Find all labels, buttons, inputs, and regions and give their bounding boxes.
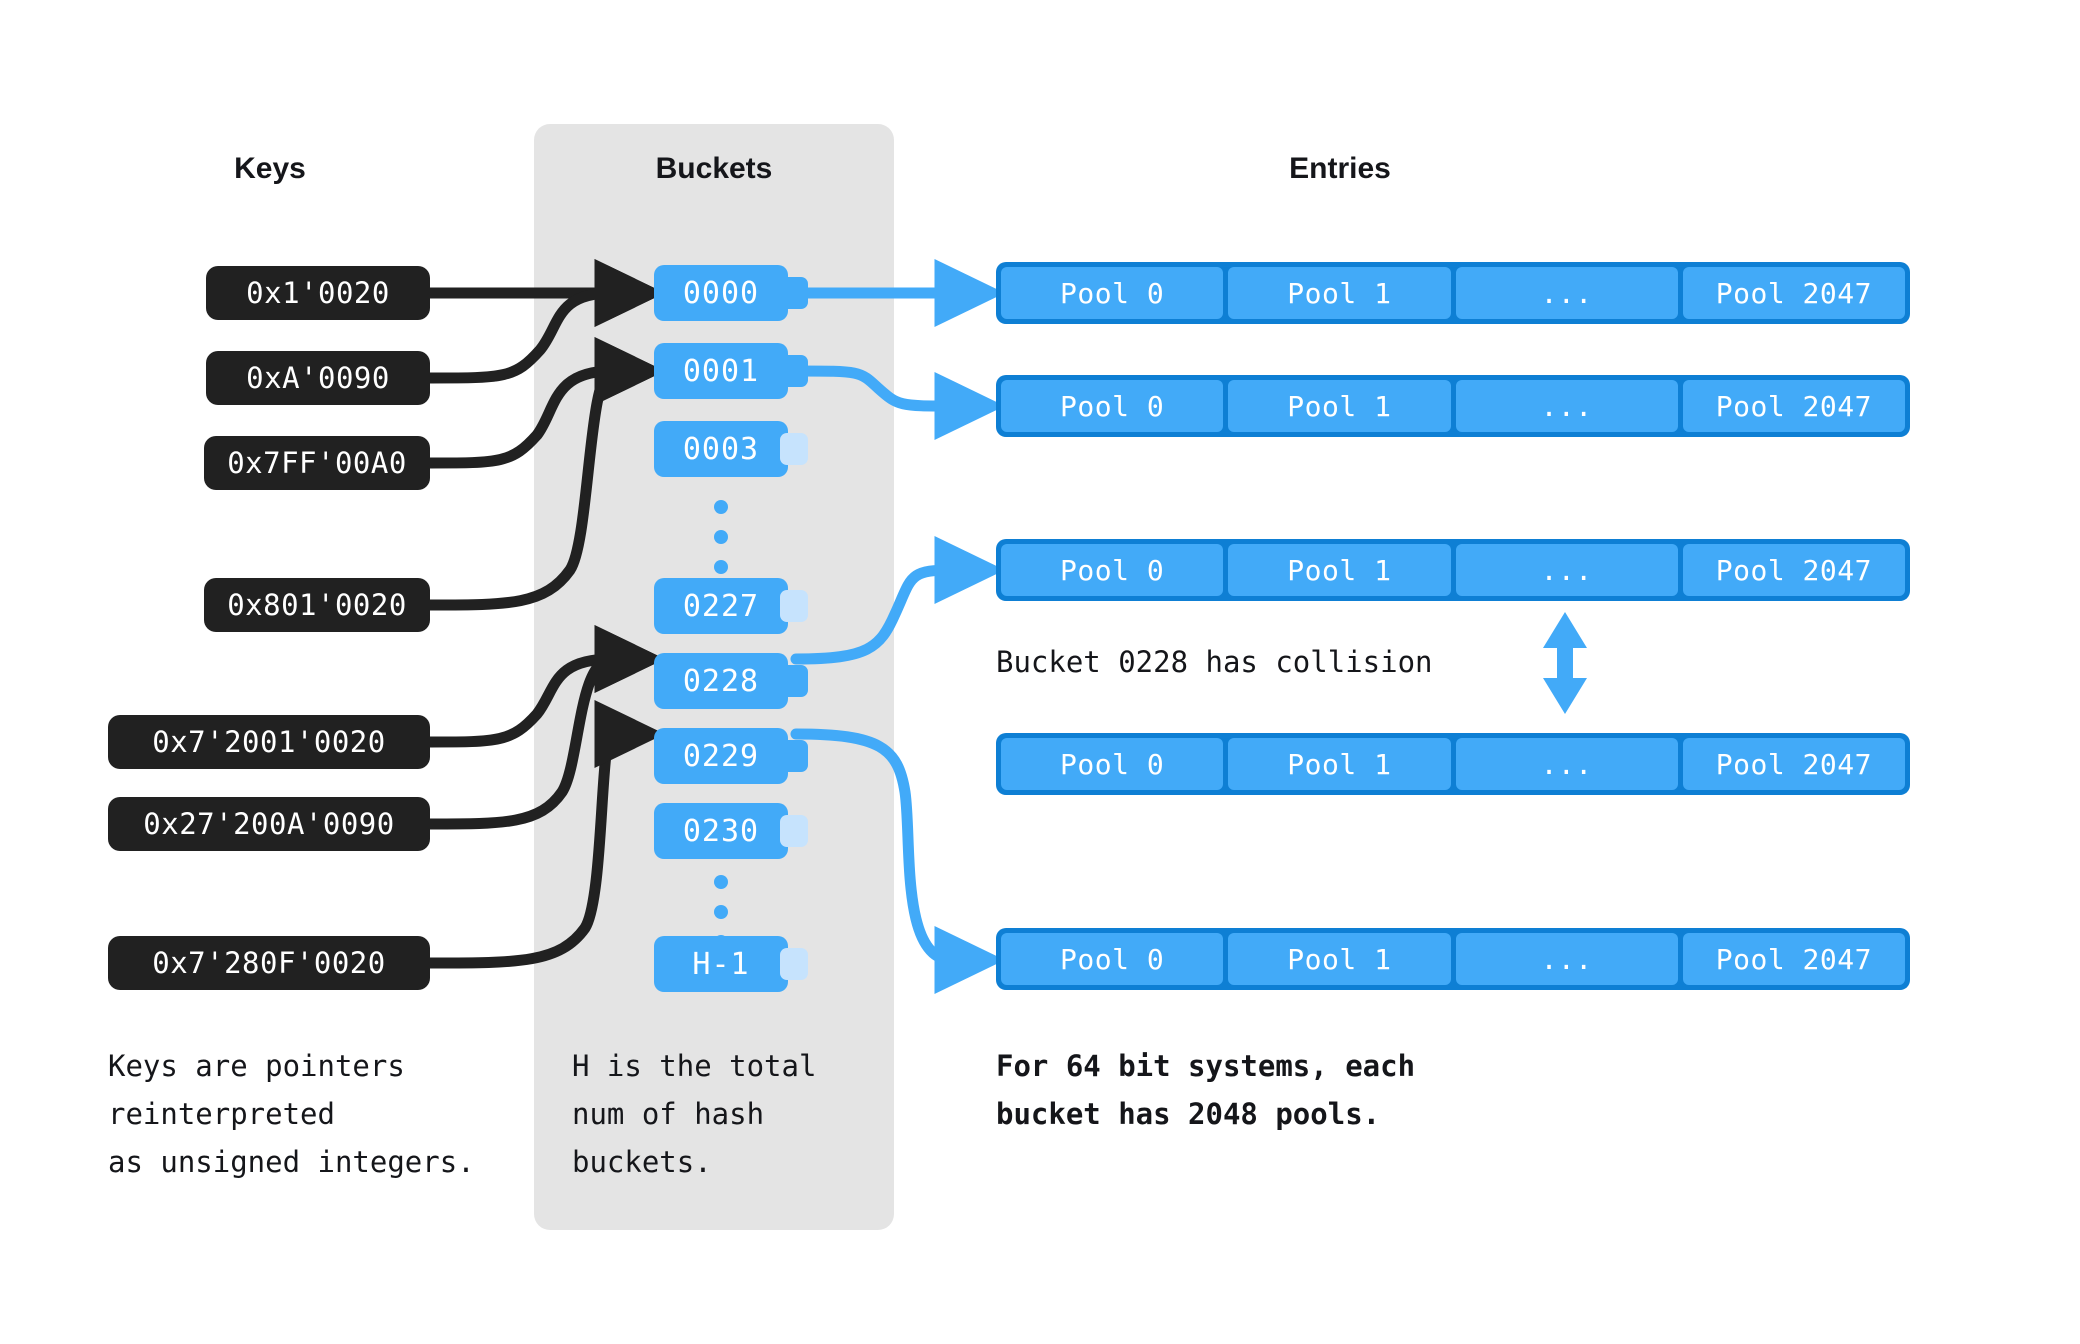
dot <box>714 530 728 544</box>
bucket-connector-tab <box>780 740 808 772</box>
bucket-connector-tab <box>780 948 808 980</box>
key-chip[interactable]: 0x7'2001'0020 <box>108 715 430 769</box>
key-chip[interactable]: 0x801'0020 <box>204 578 430 632</box>
entry-cell-ellipsis[interactable]: ... <box>1455 738 1678 790</box>
entry-cell-pool-2047[interactable]: Pool 2047 <box>1682 738 1905 790</box>
entry-row[interactable]: Pool 0 Pool 1 ... Pool 2047 <box>996 539 1910 601</box>
bucket-connector-tab <box>780 590 808 622</box>
entry-cell-pool-0[interactable]: Pool 0 <box>1001 933 1224 985</box>
entry-cell-pool-1[interactable]: Pool 1 <box>1228 738 1451 790</box>
bucket-0001[interactable]: 0001 <box>654 343 808 399</box>
entry-cell-ellipsis[interactable]: ... <box>1455 380 1678 432</box>
bucket-label: 0229 <box>654 728 788 784</box>
bucket-0000[interactable]: 0000 <box>654 265 808 321</box>
column-header-keys: Keys <box>234 152 306 185</box>
bucket-label: 0003 <box>654 421 788 477</box>
entry-row[interactable]: Pool 0 Pool 1 ... Pool 2047 <box>996 375 1910 437</box>
entry-row[interactable]: Pool 0 Pool 1 ... Pool 2047 <box>996 262 1910 324</box>
entry-cell-pool-1[interactable]: Pool 1 <box>1228 933 1451 985</box>
entry-cell-pool-0[interactable]: Pool 0 <box>1001 380 1224 432</box>
bucket-label: 0228 <box>654 653 788 709</box>
key-chip[interactable]: 0x7'280F'0020 <box>108 936 430 990</box>
bucket-0230[interactable]: 0230 <box>654 803 808 859</box>
collision-double-arrow-icon <box>1543 612 1587 714</box>
buckets-note: H is the total num of hash buckets. <box>572 1049 817 1179</box>
entry-cell-pool-0[interactable]: Pool 0 <box>1001 267 1224 319</box>
bucket-connector-tab <box>780 433 808 465</box>
entry-cell-pool-1[interactable]: Pool 1 <box>1228 544 1451 596</box>
dot <box>714 875 728 889</box>
bucket-label: 0001 <box>654 343 788 399</box>
bucket-0228[interactable]: 0228 <box>654 653 808 709</box>
entry-row[interactable]: Pool 0 Pool 1 ... Pool 2047 <box>996 928 1910 990</box>
dot <box>714 500 728 514</box>
bucket-0003[interactable]: 0003 <box>654 421 808 477</box>
entry-cell-pool-0[interactable]: Pool 0 <box>1001 544 1224 596</box>
dot <box>714 560 728 574</box>
entry-cell-pool-0[interactable]: Pool 0 <box>1001 738 1224 790</box>
column-header-buckets: Buckets <box>655 152 773 185</box>
entry-cell-ellipsis[interactable]: ... <box>1455 544 1678 596</box>
dot <box>714 905 728 919</box>
entries-note: For 64 bit systems, each bucket has 2048… <box>996 1049 1416 1131</box>
bucket-label: 0000 <box>654 265 788 321</box>
key-chip[interactable]: 0x7FF'00A0 <box>204 436 430 490</box>
bucket-label: H-1 <box>654 936 788 992</box>
bucket-connector-tab <box>780 355 808 387</box>
entry-cell-pool-2047[interactable]: Pool 2047 <box>1682 933 1905 985</box>
entry-cell-pool-2047[interactable]: Pool 2047 <box>1682 380 1905 432</box>
keys-note: Keys are pointers reinterpreted as unsig… <box>108 1049 475 1179</box>
entry-cell-ellipsis[interactable]: ... <box>1455 267 1678 319</box>
entry-cell-pool-2047[interactable]: Pool 2047 <box>1682 267 1905 319</box>
collision-annotation-label: Bucket 0228 has collision <box>996 645 1433 679</box>
column-header-entries: Entries <box>1289 152 1391 185</box>
key-chip[interactable]: 0x1'0020 <box>206 266 430 320</box>
bucket-h-1[interactable]: H-1 <box>654 936 808 992</box>
entry-row[interactable]: Pool 0 Pool 1 ... Pool 2047 <box>996 733 1910 795</box>
bucket-connector-tab <box>780 665 808 697</box>
bucket-label: 0227 <box>654 578 788 634</box>
bucket-connector-tab <box>780 815 808 847</box>
bucket-ellipsis-dots <box>714 500 728 590</box>
entry-cell-pool-2047[interactable]: Pool 2047 <box>1682 544 1905 596</box>
key-chip[interactable]: 0x27'200A'0090 <box>108 797 430 851</box>
entry-cell-pool-1[interactable]: Pool 1 <box>1228 380 1451 432</box>
bucket-connector-tab <box>780 277 808 309</box>
bucket-0227[interactable]: 0227 <box>654 578 808 634</box>
entry-cell-ellipsis[interactable]: ... <box>1455 933 1678 985</box>
entry-cell-pool-1[interactable]: Pool 1 <box>1228 267 1451 319</box>
bucket-label: 0230 <box>654 803 788 859</box>
key-chip[interactable]: 0xA'0090 <box>206 351 430 405</box>
bucket-0229[interactable]: 0229 <box>654 728 808 784</box>
